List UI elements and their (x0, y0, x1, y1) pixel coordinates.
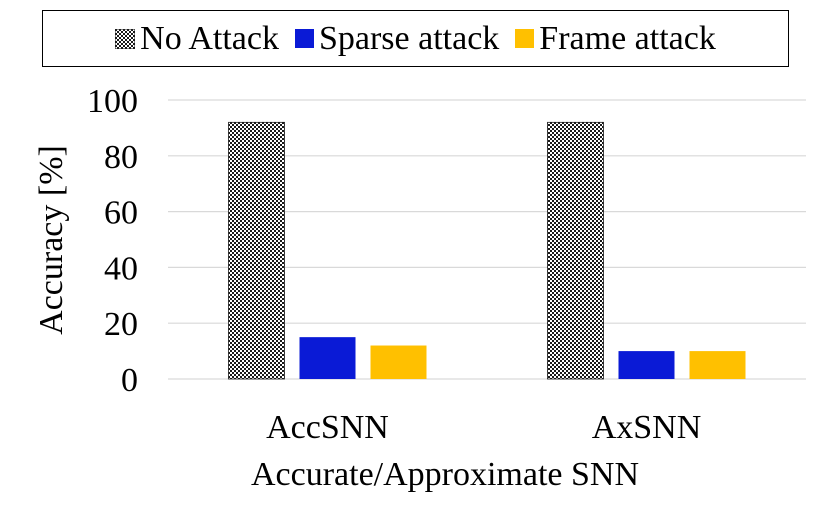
y-tick-labels: 0 20 40 60 80 100 (87, 83, 138, 399)
x-tick-label-accsnn: AccSNN (266, 409, 389, 446)
legend-label-frame-attack: Frame attack (539, 19, 716, 57)
bar-frame-attack-accsnn (370, 345, 427, 379)
y-axis-label: Accuracy [%] (33, 145, 70, 335)
x-tick-label-axsnn: AxSNN (592, 409, 702, 446)
x-tick-labels: AccSNN AxSNN (266, 409, 701, 446)
y-tick-label: 20 (104, 306, 138, 343)
legend-swatch-sparse-attack (294, 29, 314, 48)
y-tick-label: 80 (104, 139, 138, 176)
x-axis-label: Accurate/Approximate SNN (251, 456, 639, 493)
y-tick-label: 40 (104, 250, 138, 287)
bar-no-attack-accsnn (228, 121, 285, 380)
legend-label-no-attack: No Attack (140, 19, 279, 57)
y-tick-label: 60 (104, 195, 138, 232)
bars (228, 121, 746, 380)
legend-swatch-no-attack (115, 28, 136, 49)
legend-item-sparse-attack: Sparse attack (294, 19, 500, 58)
bar-frame-attack-axsnn (689, 351, 746, 379)
chart-legend: No Attack Sparse attack Frame attack (42, 10, 789, 67)
bar-no-attack-axsnn (547, 121, 604, 380)
bar-sparse-attack-accsnn (299, 337, 356, 379)
bar-sparse-attack-axsnn (618, 351, 675, 379)
legend-label-sparse-attack: Sparse attack (318, 19, 500, 57)
y-tick-label: 0 (121, 362, 138, 399)
legend-swatch-frame-attack (515, 29, 535, 48)
legend-item-no-attack: No Attack (115, 20, 279, 58)
legend-item-frame-attack: Frame attack (515, 20, 716, 58)
y-tick-label: 100 (87, 83, 138, 120)
